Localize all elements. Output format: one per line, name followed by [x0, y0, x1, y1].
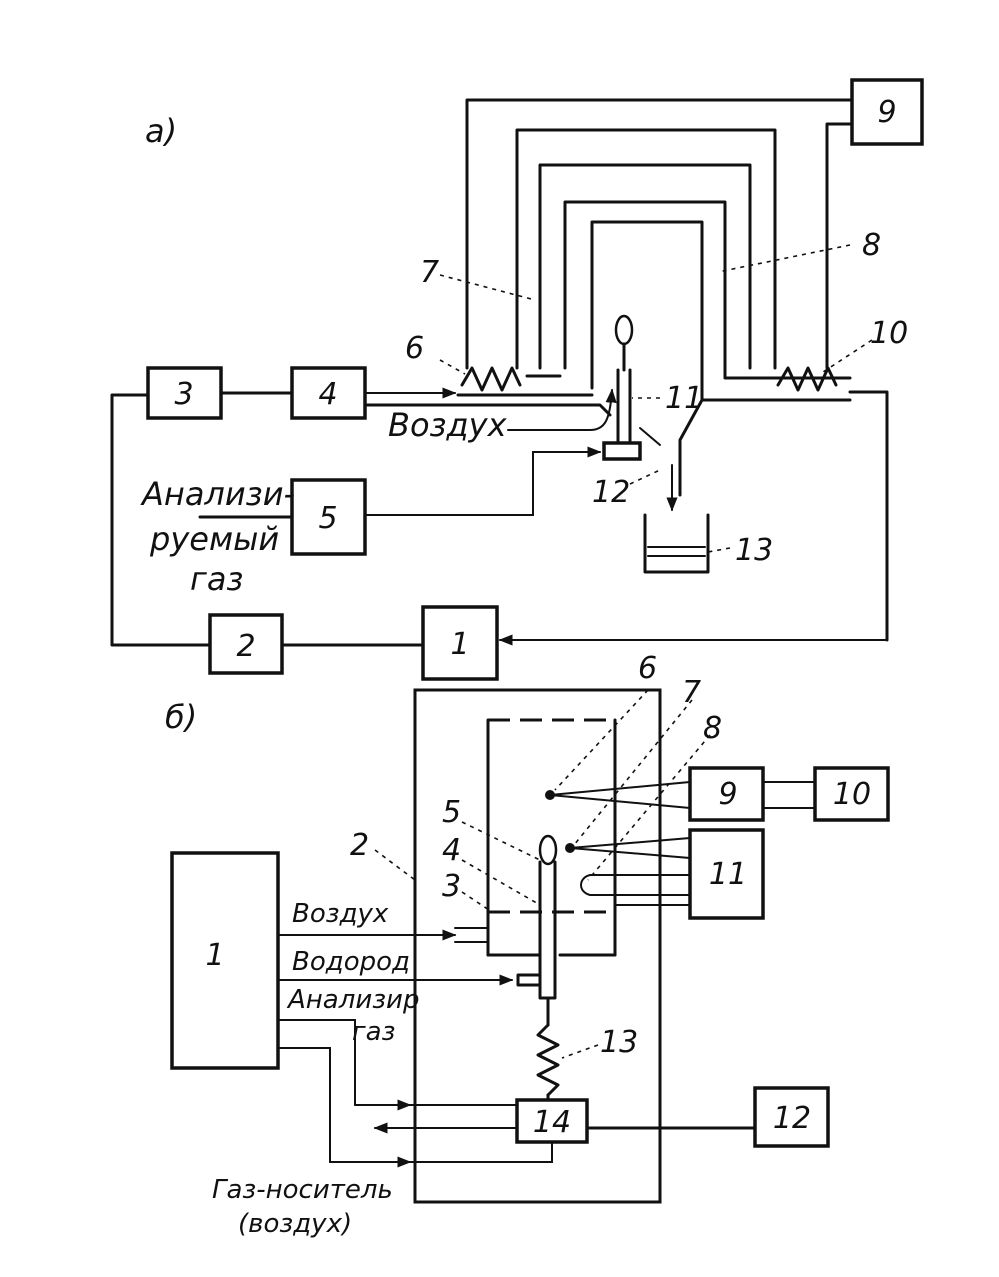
- box-1-b-label: 1: [205, 938, 224, 973]
- thermocouple-wire-outer: [465, 98, 854, 370]
- box-11-b-label: 11: [709, 857, 747, 892]
- flame-icon: [614, 314, 634, 346]
- callout-8: 8: [862, 228, 881, 263]
- box-1-label: 1: [450, 627, 469, 662]
- air-arrow: [507, 388, 617, 431]
- box-14-b-label: 14: [533, 1105, 571, 1140]
- carrier-to-valve: [409, 1141, 553, 1163]
- housing: [413, 688, 662, 1204]
- beaker-liquid: [647, 546, 706, 557]
- leader-7-b: [573, 699, 693, 846]
- box-4-label: 4: [318, 377, 337, 412]
- air-label-b: Воздух: [292, 899, 389, 929]
- box-2: [208, 613, 284, 675]
- link-9-10: [762, 781, 816, 809]
- thermopile-frame-3: [563, 200, 852, 380]
- callout-7-b: 7: [682, 675, 701, 710]
- exhaust-funnel: [678, 398, 704, 497]
- air-label-a: Воздух: [388, 406, 508, 444]
- carrier-gas-line: [277, 1047, 331, 1163]
- analyzed-label-line2: газ: [352, 1017, 395, 1047]
- link-3-2: [110, 393, 212, 647]
- callout-13-b: 13: [600, 1025, 638, 1060]
- leader-3-b: [461, 891, 493, 913]
- capillary-coil-13: [536, 1023, 560, 1097]
- box-3: [146, 366, 223, 420]
- box-5-label: 5: [318, 501, 337, 536]
- panel-a: а) 3 4 9 5: [110, 78, 924, 681]
- hydrogen-label: Водород: [292, 947, 410, 977]
- leader-13-b: [561, 1044, 599, 1059]
- chimney-inner: [590, 220, 704, 402]
- callout-5-b: 5: [442, 795, 461, 830]
- leader-7: [439, 274, 536, 301]
- leader-10: [819, 339, 873, 375]
- return-line: [848, 390, 889, 642]
- callout-13: 13: [735, 533, 773, 568]
- gas-label-line1: Анализи-: [140, 475, 295, 513]
- hydrogen-inlet: [516, 973, 542, 987]
- carrier-label-line1: Газ-носитель: [212, 1175, 393, 1205]
- panel-b: б) 1 9 10 11 14 12: [165, 651, 890, 1239]
- leader-6-b: [554, 689, 649, 791]
- panel-a-label: а): [145, 112, 177, 150]
- leader-12: [629, 469, 661, 485]
- wires-7-to-11: [569, 837, 691, 859]
- burner-nozzle: [616, 368, 632, 445]
- box-3-label: 3: [174, 377, 193, 412]
- box-5: [290, 478, 367, 556]
- analyzed-gas-line: [277, 1019, 356, 1106]
- beaker: [643, 513, 710, 574]
- callout-11: 11: [665, 381, 703, 416]
- flame-icon-b: [538, 834, 558, 866]
- box-9: [850, 78, 924, 146]
- condensate-tube: [639, 427, 661, 446]
- gas-label-line3: газ: [190, 560, 243, 598]
- callout-12: 12: [592, 475, 630, 510]
- callout-6-b: 6: [638, 651, 657, 686]
- thermopile-frame-2: [538, 163, 752, 370]
- box-11-b: [688, 828, 765, 920]
- box-1: [421, 605, 499, 681]
- leader-8: [717, 244, 851, 273]
- gas-to-burner: [364, 446, 602, 516]
- panel-b-label: б): [165, 698, 197, 736]
- air-duct: [363, 403, 612, 417]
- box-2-label: 2: [236, 629, 255, 664]
- chimney-lines: [465, 98, 854, 402]
- wires-6-to-9: [549, 781, 691, 809]
- leader-4-b: [461, 859, 541, 906]
- box-12-b: [753, 1086, 830, 1148]
- callout-8-b: 8: [703, 711, 722, 746]
- box-10-b: [813, 766, 890, 822]
- callout-4-b: 4: [442, 833, 461, 868]
- box-1-b: [170, 851, 280, 1070]
- burner-base: [602, 441, 642, 461]
- thermo-loop-8: [580, 874, 691, 896]
- box-9-b-label: 9: [718, 777, 737, 812]
- callout-6: 6: [405, 331, 424, 366]
- box-9-b: [688, 766, 765, 822]
- leader-13: [707, 547, 731, 553]
- leader-6: [439, 359, 466, 375]
- callout-3-b: 3: [442, 869, 461, 904]
- analyzed-label-line1: Анализир: [286, 985, 419, 1015]
- air-inlet-pipe: [454, 927, 489, 943]
- leader-5-b: [461, 821, 545, 863]
- box-10-b-label: 10: [833, 777, 871, 812]
- box-12-b-label: 12: [773, 1101, 811, 1136]
- callout-7: 7: [420, 255, 439, 290]
- callout-10: 10: [870, 316, 908, 351]
- carrier-label-line2: (воздух): [238, 1209, 352, 1239]
- thermocouple-wire-right: [825, 122, 854, 370]
- thermopile-frame-1: [515, 128, 777, 370]
- callout-2-b: 2: [350, 828, 369, 863]
- gas-label-line2: руемый: [149, 520, 279, 558]
- heater-coil-10: [776, 366, 838, 392]
- leader-2-b: [374, 849, 416, 881]
- burner-tube: [538, 860, 557, 992]
- heater-coil-6: [460, 366, 522, 392]
- box-9-label: 9: [877, 95, 896, 130]
